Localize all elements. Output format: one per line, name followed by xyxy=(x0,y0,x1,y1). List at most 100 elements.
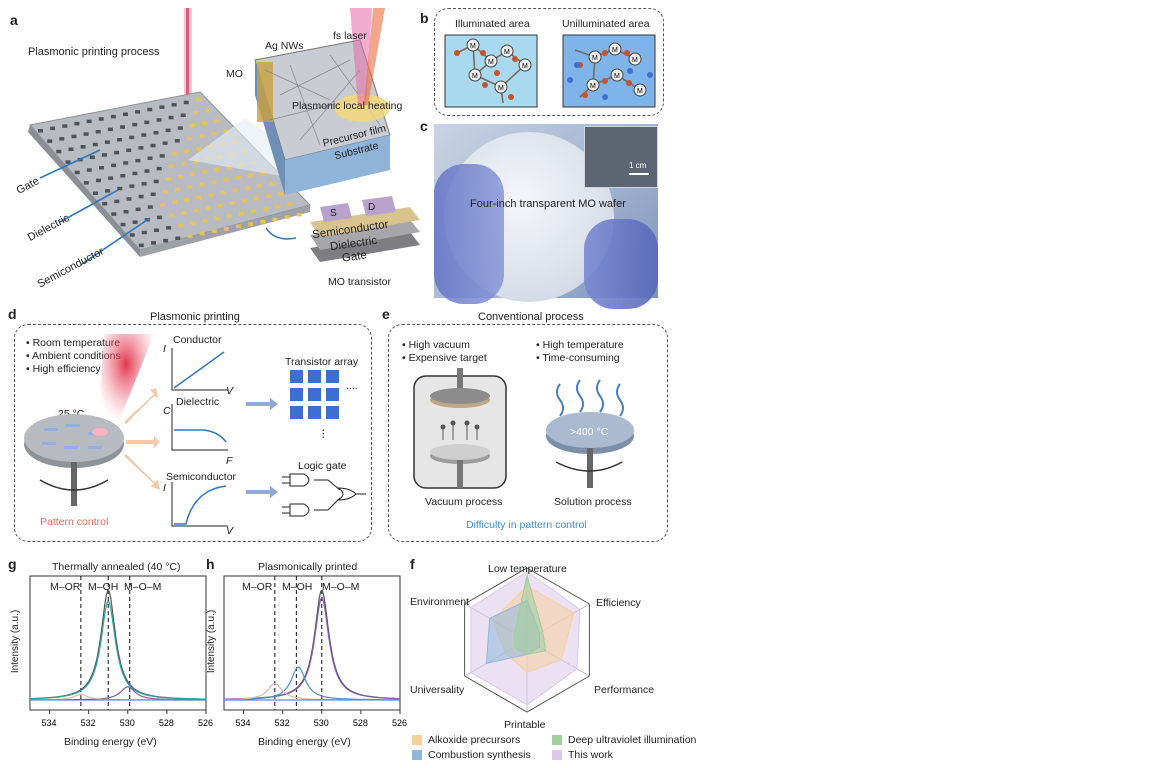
panel-a-illustration xyxy=(28,8,420,265)
glove-right xyxy=(584,219,658,309)
device-cell xyxy=(107,127,113,132)
device-cell xyxy=(86,119,92,124)
oxygen-atom xyxy=(454,50,460,56)
device-cell xyxy=(192,111,198,115)
legend-swatch-duv xyxy=(552,735,562,745)
xps-series-0 xyxy=(30,589,206,700)
illuminated-box xyxy=(444,34,538,108)
metal-atom xyxy=(500,44,514,58)
e-right-bullet-2: • Time-consuming xyxy=(536,352,620,364)
ligand-atom xyxy=(627,68,633,74)
device-cell xyxy=(181,211,187,215)
transistor-cell xyxy=(290,406,303,419)
metal-atom-label: M xyxy=(632,57,638,64)
g-region-2: M–OH xyxy=(88,581,119,593)
device-cell xyxy=(202,219,208,223)
device-cell xyxy=(132,220,138,224)
legend-alkoxide: Alkoxide precursors xyxy=(428,734,521,746)
d-right-arrows xyxy=(246,398,278,498)
metal-atom-label: M xyxy=(488,59,494,66)
device-cell xyxy=(95,130,101,134)
transistor-cell xyxy=(290,388,303,401)
transistor-cell xyxy=(308,406,321,419)
metal-atom xyxy=(628,52,642,66)
solution-process-label: Solution process xyxy=(554,496,632,508)
x-tick-label: 526 xyxy=(198,718,213,728)
logic-gate-diagram xyxy=(282,473,366,517)
xps-series-1 xyxy=(29,600,206,700)
device-cell xyxy=(151,241,156,245)
dielectric-plot-label: Dielectric xyxy=(176,396,220,408)
metal-atom-label: M xyxy=(590,83,596,90)
device-cell xyxy=(235,176,241,180)
ligand-atom xyxy=(602,94,608,100)
e-left-bullet-2: • Expensive target xyxy=(402,352,487,364)
vacuum-substrate xyxy=(430,444,490,460)
device-cell xyxy=(68,147,74,151)
device-cell xyxy=(168,115,174,120)
legend-swatch-combustion xyxy=(412,750,422,760)
device-cell xyxy=(260,220,266,224)
dielectric-curve xyxy=(174,429,227,443)
scale-bar-label: 1 cm xyxy=(629,161,647,170)
pattern-control-label: Pattern control xyxy=(40,516,109,528)
ag-nws-label: Ag NWs xyxy=(265,40,304,52)
device-cell xyxy=(189,123,195,128)
device-cell xyxy=(153,131,159,135)
device-cell xyxy=(211,229,217,233)
metal-atom-label: M xyxy=(472,73,478,80)
device-cell xyxy=(183,100,189,105)
metal-atom xyxy=(588,50,602,64)
device-cell xyxy=(229,201,235,205)
metal-atom xyxy=(468,68,482,82)
device-cell xyxy=(214,216,220,221)
device-cell xyxy=(202,170,208,174)
device-cell xyxy=(162,141,168,145)
device-cell xyxy=(193,208,199,213)
device-cell xyxy=(184,198,190,202)
device-cell xyxy=(156,215,162,220)
device-cell xyxy=(141,182,147,186)
device-cell xyxy=(211,180,217,185)
device-cell xyxy=(172,200,177,204)
device-cell xyxy=(86,168,92,172)
device-cell xyxy=(111,212,117,216)
radar-axis-environment: Environment xyxy=(410,596,469,608)
device-cell xyxy=(196,147,202,151)
device-cell xyxy=(272,217,278,222)
device-cell xyxy=(287,202,293,206)
device-cell xyxy=(144,169,150,173)
device-cell xyxy=(138,194,144,199)
device-cell xyxy=(99,166,104,170)
stack-s: S xyxy=(330,208,337,219)
device-cell xyxy=(199,183,205,187)
panel-e-title: Conventional process xyxy=(478,311,584,323)
device-cell xyxy=(165,128,171,133)
e-right-bullet-1: • High temperature xyxy=(536,339,624,351)
device-cell xyxy=(132,171,138,176)
panel-label-d: d xyxy=(8,306,17,322)
device-cell xyxy=(257,184,262,188)
x-tick-label: 526 xyxy=(392,718,407,728)
g-xlabel: Binding energy (eV) xyxy=(64,736,157,748)
transistor-cell xyxy=(326,370,339,383)
array-hdots: .... xyxy=(346,380,358,392)
panel-label-e: e xyxy=(382,306,390,322)
device-cell xyxy=(181,162,186,166)
device-cell xyxy=(177,126,183,130)
device-cell xyxy=(226,214,232,218)
device-cell xyxy=(171,151,177,156)
device-cell xyxy=(232,188,238,193)
device-cell xyxy=(220,191,226,195)
device-cell xyxy=(171,103,177,107)
metal-atom xyxy=(484,54,498,68)
d-bullet-1: • Room temperature xyxy=(26,337,121,349)
device-cell xyxy=(159,154,165,158)
device-cell xyxy=(296,212,302,217)
metal-atom-label: M xyxy=(614,73,620,80)
device-cell xyxy=(126,148,132,152)
panel-label-g: g xyxy=(8,556,17,572)
device-cell xyxy=(71,134,77,139)
